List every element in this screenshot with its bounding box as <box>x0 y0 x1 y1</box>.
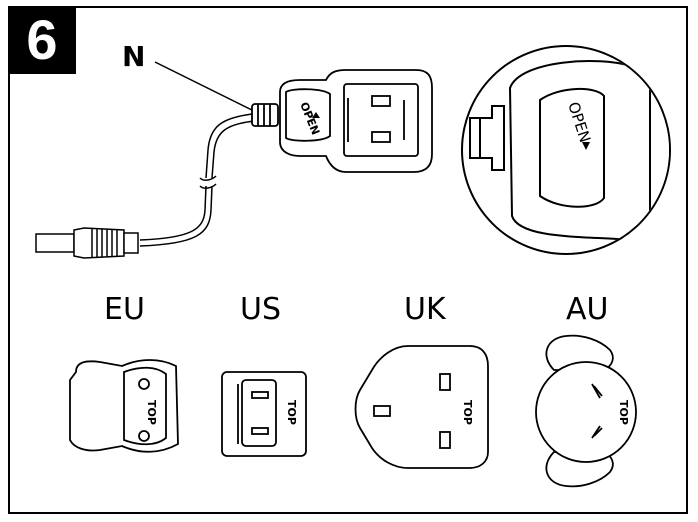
charger-body <box>251 69 433 173</box>
zoom-detail: OPEN <box>461 45 671 255</box>
arrow-icon <box>312 112 320 118</box>
au-top-marking: TOP <box>617 400 630 425</box>
uk-adapter-label: UK <box>404 292 446 327</box>
step-number-badge: 6 <box>8 6 76 74</box>
us-adapter <box>221 371 307 457</box>
uk-top-marking: TOP <box>461 400 474 425</box>
us-top-marking: TOP <box>285 400 298 425</box>
au-adapter <box>535 334 637 488</box>
au-adapter-label: AU <box>566 292 609 327</box>
charger-cable <box>139 113 256 247</box>
us-adapter-label: US <box>240 292 282 327</box>
uk-adapter <box>354 345 489 469</box>
dc-plug <box>35 227 139 259</box>
arrow-icon <box>582 142 590 150</box>
eu-adapter-label: EU <box>104 292 145 327</box>
callout-leader-line <box>154 61 269 119</box>
eu-top-marking: TOP <box>145 400 158 425</box>
eu-adapter <box>69 359 179 453</box>
callout-label-n: N <box>122 40 146 73</box>
panel-bottom-border <box>8 512 688 514</box>
